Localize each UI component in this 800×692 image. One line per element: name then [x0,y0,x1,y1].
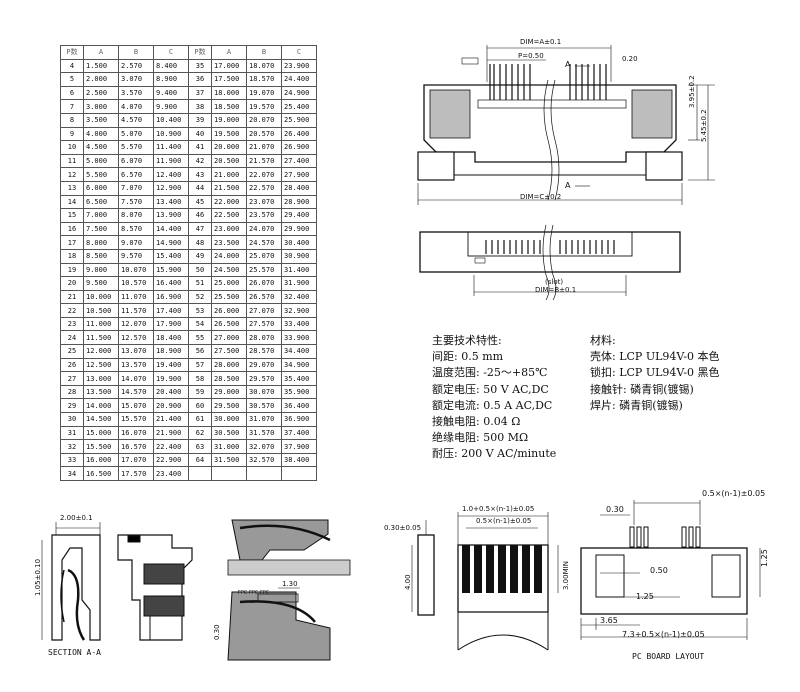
material-line: 接触针: 磷青铜(镀锡) [590,382,694,396]
table-cell: 37.400 [281,425,317,441]
spec-line: 主要技术特性: [432,334,502,347]
side-profile [117,534,193,641]
fpc-030-label: 0.30±0.05 [384,524,422,532]
dim-c-label: DIM=C±0.2 [520,193,562,201]
fpc-300-label: 3.00MIN [562,561,570,590]
table-cell: 16.500 [83,466,119,481]
section-a-a [41,522,101,641]
pcb-125b-label: 1.25 [636,592,654,601]
fpc-view [411,512,559,651]
dim-a-label: DIM=A±0.1 [520,38,562,46]
fpc-400-label: 4.00 [404,574,412,590]
material-line: 锁扣: LCP UL94V-0 黑色 [590,366,720,380]
detail-130-label: 1.30 [282,580,298,588]
section-a-bottom: A [565,181,571,190]
material-line: 壳体: LCP UL94V-0 本色 [590,350,720,364]
pcb-030-label: 0.30 [606,505,624,514]
pcb-050-label: 0.50 [650,566,668,575]
tech-specs: 主要技术特性: 间距: 0.5 mm 温度范围: -25～+85℃ 额定电压: … [432,333,556,463]
slot-label: (slot) [545,278,564,286]
spec-line: 额定电流: 0.5 A AC,DC [432,398,553,412]
spec-line: 接触电阻: 0.04 Ω [432,415,521,429]
spec-line: 间距: 0.5 mm [432,350,504,364]
detail-030-label: 0.30 [213,624,221,640]
fpc-pitch-label: 0.5×(n-1)±0.05 [476,517,532,525]
pcb-pitch-label: 0.5×(n-1)±0.05 [702,489,766,498]
spec-line: 绝缘电阻: 500 MΩ [432,431,529,445]
w200-label: 2.00±0.1 [60,514,93,522]
pcb-125a-label: 1.25 [760,549,769,567]
h105-label: 1.05±0.10 [34,558,42,596]
section-a-top: A [565,60,571,69]
spec-line: 额定电压: 50 V AC,DC [432,382,549,396]
material-specs: 材料: 壳体: LCP UL94V-0 本色 锁扣: LCP UL94V-0 黑… [590,333,720,414]
table-cell [281,466,317,481]
fpc-top-label: 1.0+0.5×(n-1)±0.05 [462,505,535,513]
table-cell: 24.400 [281,72,317,87]
pcb-365-label: 3.65 [600,616,618,625]
detail-fpc-label: FPC FPC FPC [238,590,270,596]
w020-label: 0.20 [622,55,638,63]
pc-board-layout [580,500,761,640]
section-label: SECTION A-A [48,648,101,657]
spec-line: 耐压: 200 V AC/minute [432,447,557,461]
pitch-label: P=0.50 [518,52,544,60]
material-line: 材料: [590,334,616,347]
connector-top-view [417,45,715,205]
h2-label: 5.45±0.2 [700,109,708,142]
connector-bottom-view [419,224,681,301]
pcb-total-label: 7.3+0.5×(n-1)±0.05 [622,630,705,639]
spec-line: 温度范围: -25～+85℃ [432,366,548,380]
detail-views [227,519,351,661]
material-line: 焊片: 磷青铜(镀锡) [590,398,683,412]
dim-b-label: DIM=B±0.1 [535,286,577,294]
h1-label: 3.95±0.2 [688,75,696,108]
pcb-layout-label: PC BOARD LAYOUT [632,652,705,661]
